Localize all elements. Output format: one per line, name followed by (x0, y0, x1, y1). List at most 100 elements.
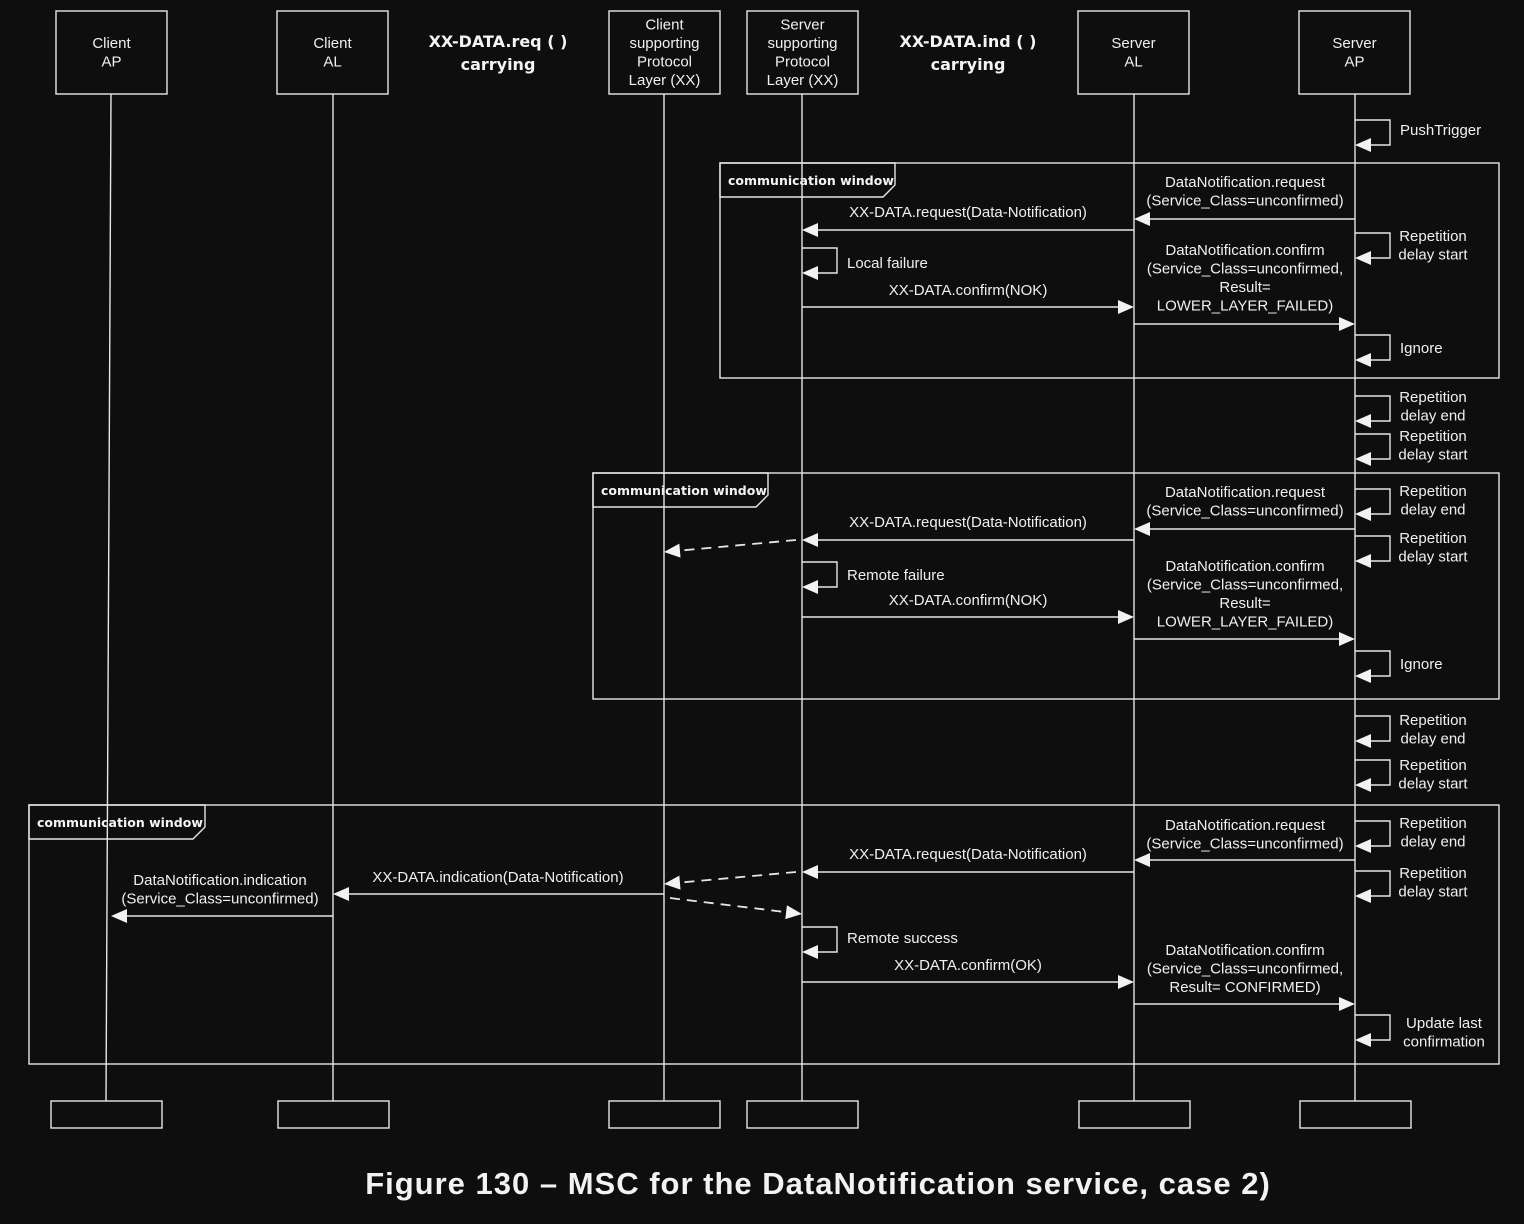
arrowhead (111, 909, 127, 923)
communication-window-frame: communication window (719, 162, 1500, 379)
arrowhead (1118, 975, 1134, 989)
message-label: XX-DATA.request(Data-Notification) (849, 514, 1087, 531)
arrowhead (1355, 507, 1371, 521)
lifeline-name: supporting (629, 35, 699, 52)
frame-tab (592, 472, 769, 508)
lifeline-name: Client (645, 16, 684, 33)
arrowhead (1134, 522, 1150, 536)
message-label: (Service_Class=unconfirmed, (1147, 577, 1343, 594)
message-label: DataNotification.request (1165, 484, 1326, 501)
lifeline-name: Client (92, 35, 131, 52)
lifeline-name: Layer (XX) (629, 72, 701, 89)
arrowhead (1339, 317, 1355, 331)
figure-caption: Figure 130 – MSC for the DataNotificatio… (365, 1166, 1271, 1201)
self-message-label: Local failure (847, 255, 928, 272)
arrowhead (802, 533, 818, 547)
message-arrow: XX-DATA.confirm(NOK) (802, 282, 1134, 314)
lifeline-name: AL (323, 53, 341, 70)
message-arrow: DataNotification.confirm(Service_Class=u… (1134, 558, 1355, 646)
self-message-label: delay start (1398, 447, 1468, 464)
message-label: (Service_Class=unconfirmed) (121, 891, 318, 908)
self-loop-line (1355, 488, 1391, 515)
message-arrow: DataNotification.confirm (Service_Class=u… (1134, 242, 1355, 331)
arrowhead (1118, 610, 1134, 624)
self-message: Local failure (802, 247, 928, 280)
message-label: DataNotification.request (1165, 174, 1326, 191)
frame-label: communication window (601, 483, 767, 498)
frame-label: communication window (37, 815, 203, 830)
self-message: PushTrigger (1355, 119, 1481, 152)
lifeline-name: Server (1111, 35, 1155, 52)
arrowhead (1339, 997, 1355, 1011)
self-message: Remote failure (802, 561, 945, 594)
arrowhead (802, 266, 818, 280)
message-label: XX-DATA.confirm(NOK) (889, 282, 1048, 299)
message-arrow: DataNotification.request(Service_Class=u… (1134, 484, 1355, 536)
self-loop-line (1355, 334, 1391, 361)
arrowhead (1355, 138, 1371, 152)
message-arrow: DataNotification.confirm(Service_Class=u… (1134, 942, 1355, 1011)
self-loop-line (1355, 759, 1391, 786)
self-loop-line (1355, 119, 1391, 146)
self-message-label: delay start (1398, 247, 1468, 264)
message-label: (Service_Class=unconfirmed, (1147, 961, 1343, 978)
arrowhead (1134, 853, 1150, 867)
arrowhead (664, 543, 681, 558)
arrowhead (1118, 300, 1134, 314)
arrowhead (1355, 734, 1371, 748)
arrowhead (802, 865, 818, 879)
message-label: DataNotification.confirm (1165, 242, 1324, 259)
self-message: Ignore (1355, 650, 1443, 683)
message-arrow (664, 871, 797, 890)
lifeline-end-box (1078, 1100, 1191, 1129)
self-message-label: Repetition (1399, 228, 1467, 245)
arrowhead (785, 905, 802, 920)
lifeline-name: supporting (767, 35, 837, 52)
message-label: Result= (1219, 595, 1271, 612)
self-message-label: PushTrigger (1400, 122, 1481, 139)
message-label: (Service_Class=unconfirmed) (1146, 836, 1343, 853)
self-message-label: Ignore (1400, 656, 1443, 673)
message-arrow: DataNotification.request(Service_Class=u… (1134, 817, 1355, 867)
header-note: XX-DATA.ind ( ) (900, 32, 1037, 51)
self-message-label: Ignore (1400, 340, 1443, 357)
lifeline-line (105, 93, 112, 1102)
self-message: Remote success (802, 926, 958, 959)
message-arrow (664, 539, 797, 558)
lifeline-name: Protocol (775, 53, 830, 70)
message-label: LOWER_LAYER_FAILED) (1157, 614, 1333, 631)
lifeline-end-box (746, 1100, 859, 1129)
self-message-label: Repetition (1399, 389, 1467, 406)
message-arrow: DataNotification.indication(Service_Clas… (111, 872, 333, 923)
self-message-label: Repetition (1399, 712, 1467, 729)
arrowhead (1355, 1033, 1371, 1047)
frame-tab (719, 162, 896, 198)
self-message: Repetition delay start (1355, 228, 1468, 265)
self-message-label: Repetition (1399, 483, 1467, 500)
message-arrow: XX-DATA.indication(Data-Notification) (333, 869, 664, 901)
lifeline-end-box (277, 1100, 390, 1129)
message-arrow: XX-DATA.confirm(NOK) (802, 592, 1134, 624)
arrowhead (1355, 414, 1371, 428)
self-message-label: Repetition (1399, 757, 1467, 774)
self-loop-line (802, 247, 838, 274)
self-loop-line (802, 561, 838, 588)
self-loop-line (1355, 395, 1391, 422)
self-loop-line (1355, 650, 1391, 677)
message-label: XX-DATA.confirm(NOK) (889, 592, 1048, 609)
lifeline-end-box (50, 1100, 163, 1129)
lifeline-name: AL (1124, 53, 1142, 70)
message-arrow: XX-DATA.confirm(OK) (802, 957, 1134, 989)
lifeline-name: AP (101, 53, 121, 70)
message-label: (Service_Class=unconfirmed, (1147, 261, 1343, 278)
